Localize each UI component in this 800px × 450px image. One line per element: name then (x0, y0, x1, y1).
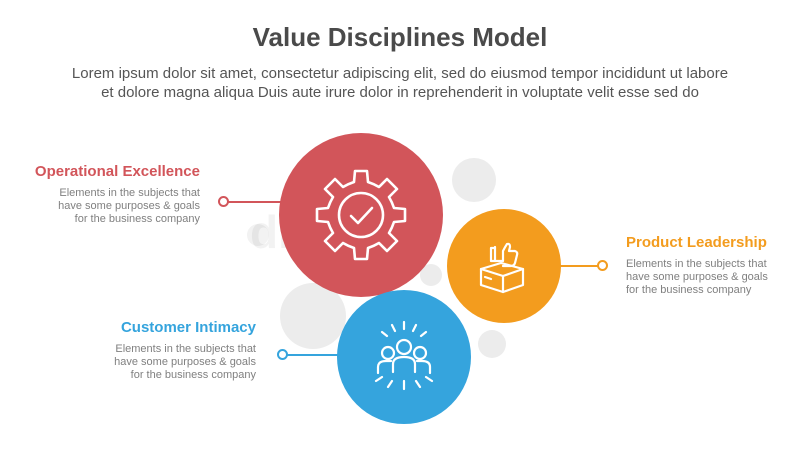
page-subtitle: Lorem ipsum dolor sit amet, consectetur … (20, 64, 780, 102)
connector-dot (218, 196, 229, 207)
customer-intimacy-label: Customer Intimacy Elements in the subjec… (56, 319, 256, 382)
subtitle-line: Lorem ipsum dolor sit amet, consectetur … (71, 65, 729, 82)
background-bubble (247, 224, 269, 246)
description-line: Elements in the subjects that (59, 187, 200, 199)
background-bubble (452, 158, 496, 202)
item-description: Elements in the subjects that have some … (56, 343, 256, 382)
description-line: have some purposes & goals (58, 200, 200, 212)
customer-intimacy-circle (337, 290, 471, 424)
product-leadership-circle (447, 209, 561, 323)
description-line: Elements in the subjects that (115, 343, 256, 355)
description-line: have some purposes & goals (626, 271, 768, 283)
page-title: Value Disciplines Model (252, 22, 548, 52)
product-leadership-label: Product Leadership Elements in the subje… (626, 234, 796, 297)
customer-group-icon (374, 320, 434, 391)
item-heading: Operational Excellence (34, 163, 200, 180)
description-line: for the business company (130, 369, 256, 381)
item-heading: Customer Intimacy (120, 319, 256, 336)
box-thumbs-up-icon (479, 242, 525, 294)
connector-line (286, 354, 342, 356)
item-heading: Product Leadership (626, 234, 767, 251)
item-description: Elements in the subjects that have some … (626, 258, 796, 297)
connector-line (560, 265, 600, 267)
gear-check-icon (315, 169, 407, 261)
description-line: Elements in the subjects that (626, 258, 767, 270)
background-bubble (478, 330, 506, 358)
item-description: Elements in the subjects that have some … (0, 187, 200, 226)
connector-line (228, 201, 284, 203)
description-line: for the business company (626, 284, 752, 296)
operational-excellence-label: Operational Excellence Elements in the s… (0, 163, 200, 226)
operational-excellence-circle (279, 133, 443, 297)
description-line: have some purposes & goals (114, 356, 256, 368)
subtitle-line: et dolore magna aliqua Duis aute irure d… (101, 84, 699, 101)
background-bubble (420, 264, 442, 286)
background-bubble (280, 283, 346, 349)
connector-dot (597, 260, 608, 271)
connector-dot (277, 349, 288, 360)
description-line: for the business company (74, 213, 200, 225)
